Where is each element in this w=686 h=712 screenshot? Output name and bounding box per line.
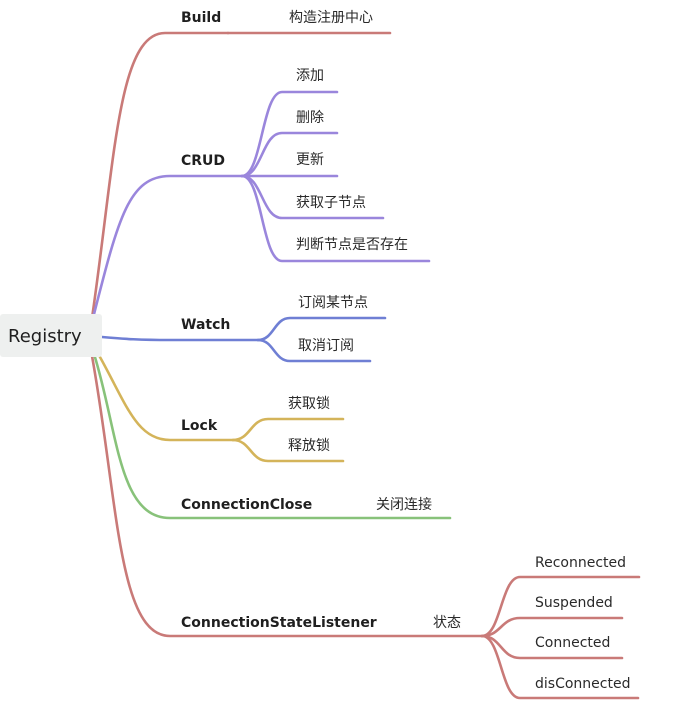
edge-state-leaf-3 [480,634,640,700]
root-node-box [0,314,102,357]
edge-root-build [90,31,230,320]
leaf-build-registry: 构造注册中心 [289,10,373,26]
leaf-close-connection: 关闭连接 [376,496,432,513]
edge-root-connection-close [92,352,452,520]
edge-root-connection-state-listener [90,354,484,638]
leaf-crud-delete: 删除 [296,110,324,126]
edge-state-leaf-0 [480,575,641,638]
edge-root-lock [94,348,235,442]
branch-build: Build [181,10,221,26]
edge-root-watch [100,335,260,342]
root-node-label: Registry [8,326,82,347]
leaf-lock-release: 释放锁 [288,438,330,454]
leaf-crud-exists: 判断节点是否存在 [296,237,408,253]
edge-state-leaf-1 [480,616,624,638]
branch-connection-close: ConnectionClose [181,497,312,513]
branch-crud: CRUD [181,153,225,169]
edge-watch-unsubscribe [256,338,372,363]
edge-lock-acquire [231,417,345,442]
leaf-state-reconnected: Reconnected [535,555,626,571]
edge-crud-leaf-4 [240,174,431,263]
leaf-watch-subscribe: 订阅某节点 [298,295,368,311]
edge-watch-subscribe [256,316,387,342]
edges-layer [90,31,641,700]
leaf-crud-update: 更新 [296,152,324,168]
branch-connection-state-listener: ConnectionStateListener [181,615,377,631]
leaf-state-suspended: Suspended [535,595,613,611]
branch-lock: Lock [181,418,218,434]
edge-crud-leaf-1 [240,131,339,178]
leaf-state-connected: Connected [535,635,610,651]
branch-watch: Watch [181,317,230,333]
leaf-lock-acquire: 获取锁 [288,396,330,412]
leaf-crud-add: 添加 [296,68,324,84]
edge-root-crud [90,174,244,324]
leaf-state: 状态 [433,615,461,631]
leaf-crud-get-children: 获取子节点 [296,195,366,211]
leaf-watch-unsubscribe: 取消订阅 [298,338,354,354]
leaf-state-disconnected: disConnected [535,676,630,692]
edge-crud-leaf-0 [240,90,339,178]
edge-lock-release [231,438,345,463]
